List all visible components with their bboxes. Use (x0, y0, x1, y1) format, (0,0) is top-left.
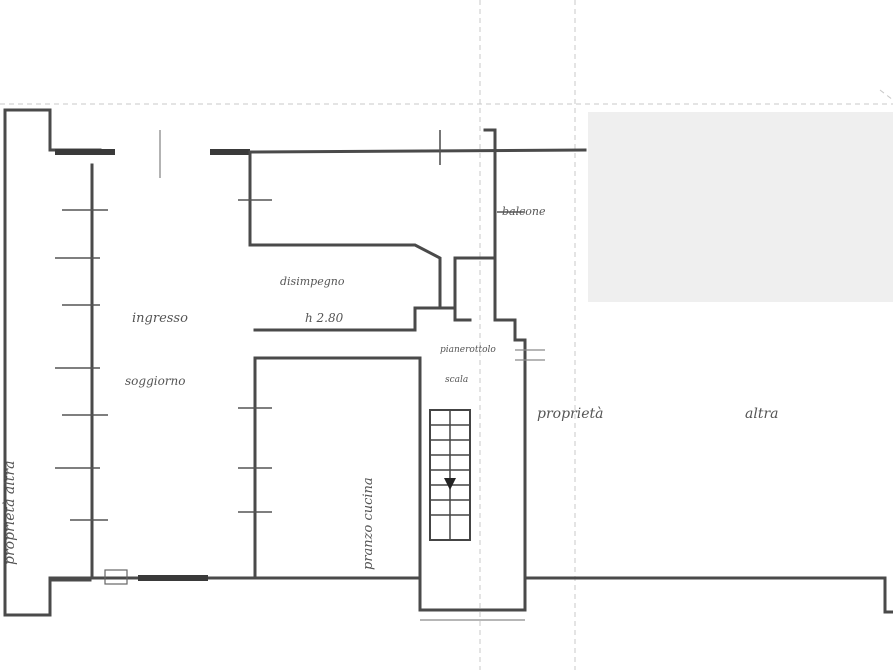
staircase (429, 409, 471, 541)
label-stair-small: scala (445, 375, 468, 385)
label-neighbor-1: proprietà (537, 406, 603, 422)
label-landing: pianerottolo (440, 345, 496, 355)
left-neighbor-walls (3, 108, 115, 617)
label-height: h 2.80 (305, 311, 344, 325)
label-neighbor-2: altra (745, 406, 779, 422)
label-room-b: soggiorno (125, 374, 186, 388)
room-labels: ingresso soggiorno disimpegno h 2.80 bal… (2, 205, 779, 570)
label-side-room: pranzo cucina (361, 477, 376, 570)
wall-ticks (55, 130, 525, 521)
label-balcony: balcone (502, 205, 546, 218)
label-vertical-left: proprietà altra (2, 461, 18, 565)
label-room-a: ingresso (132, 311, 188, 326)
blurred-region (588, 112, 893, 302)
apartment-walls (48, 128, 893, 621)
label-corridor: disimpegno (280, 275, 345, 288)
